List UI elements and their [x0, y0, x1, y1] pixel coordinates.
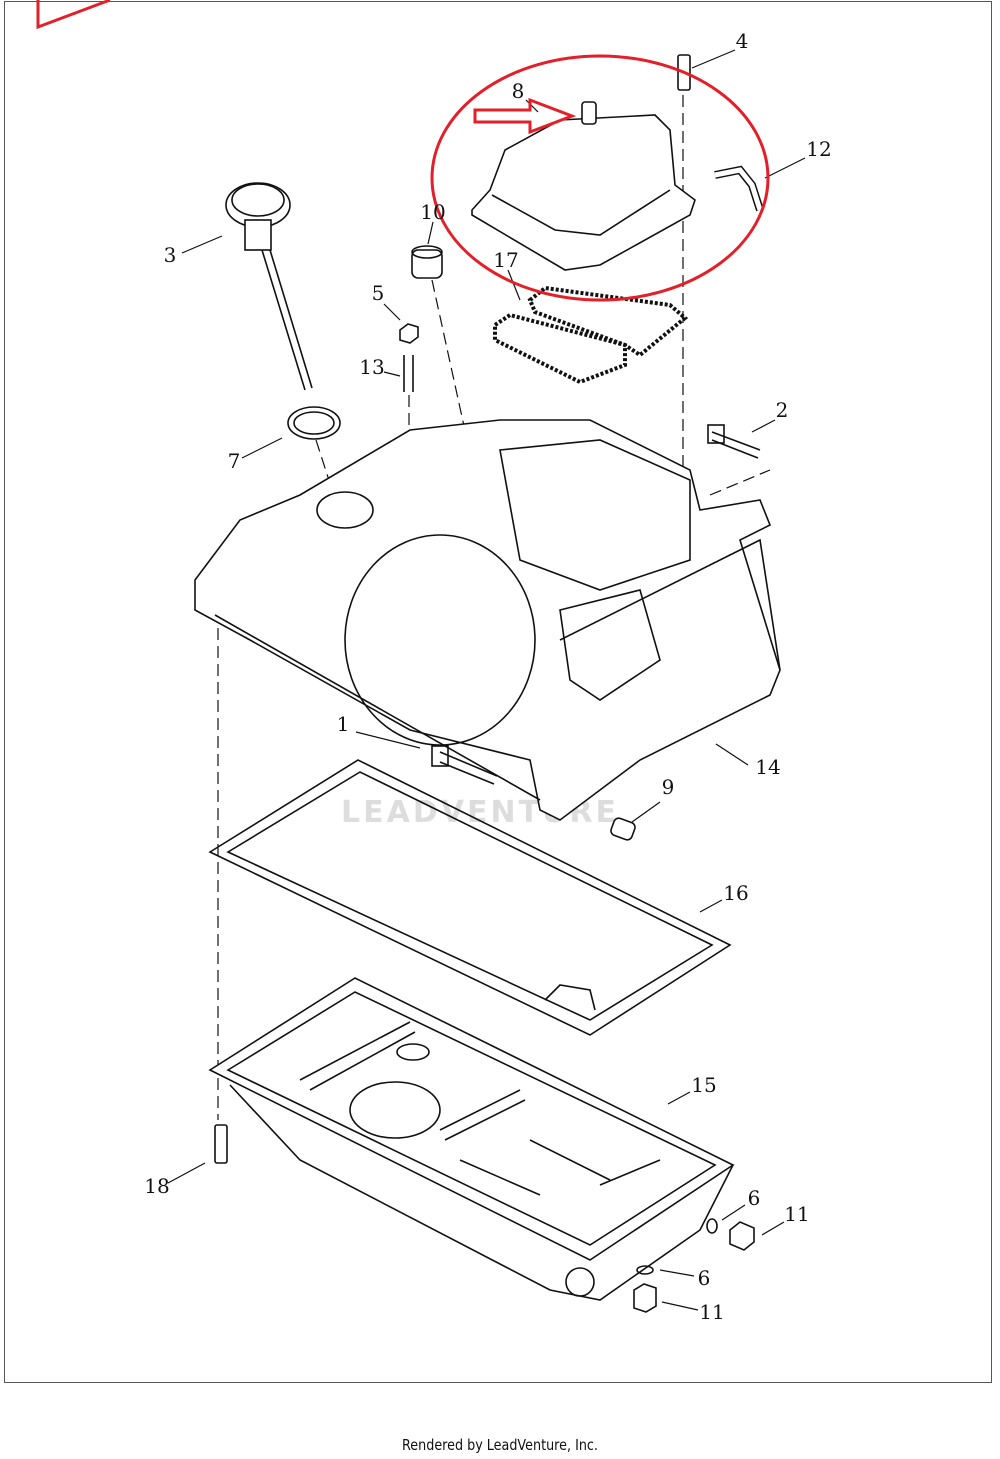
part-stud[interactable]	[403, 355, 414, 392]
callout-label[interactable]: 5	[372, 281, 385, 305]
highlight-circle	[430, 54, 770, 302]
callout-label[interactable]: 9	[662, 775, 675, 799]
part-bolt[interactable]	[711, 431, 761, 459]
part-pan-bolt[interactable]	[214, 1124, 228, 1164]
callout-label[interactable]: 3	[164, 243, 177, 267]
callout-label[interactable]: 13	[359, 355, 384, 379]
part-o-ring[interactable]	[287, 406, 341, 440]
highlight-marks	[36, 0, 770, 302]
part-oil-pan[interactable]	[208, 977, 735, 1301]
part-breather-cover[interactable]	[471, 101, 696, 271]
callout-labels: 4 8 12 3 10 17 5 13 2 7 1 14 9 16 15 18 6 11 6 11	[144, 29, 831, 1324]
part-dowel[interactable]	[610, 817, 637, 841]
callout-label[interactable]: 14	[755, 755, 780, 779]
callout-label[interactable]: 7	[228, 449, 241, 473]
part-washer[interactable]	[706, 1218, 718, 1234]
callout-label[interactable]: 16	[723, 881, 748, 905]
callout-label[interactable]: 12	[806, 137, 831, 161]
highlight-arrow-icon	[473, 97, 577, 135]
callout-label[interactable]: 2	[776, 398, 789, 422]
callout-label[interactable]: 6	[748, 1186, 761, 1210]
callout-label[interactable]: 4	[736, 29, 749, 53]
part-bolt-long[interactable]	[439, 751, 498, 785]
callout-label[interactable]: 11	[699, 1300, 724, 1324]
callout-label[interactable]: 6	[698, 1266, 711, 1290]
diagram-frame	[4, 1, 992, 1383]
footer-credit: Rendered by LeadVenture, Inc.	[402, 1436, 598, 1454]
part-grommet[interactable]	[411, 245, 443, 279]
part-washer[interactable]	[636, 1265, 654, 1275]
callout-label[interactable]: 18	[144, 1174, 169, 1198]
callout-label[interactable]: 11	[784, 1202, 809, 1226]
part-screw[interactable]	[677, 54, 691, 91]
callout-label[interactable]: 15	[691, 1073, 716, 1097]
part-drain-plug[interactable]	[729, 1221, 755, 1251]
callout-label[interactable]: 17	[493, 248, 518, 272]
callout-label[interactable]: 10	[420, 200, 445, 224]
part-drain-plug[interactable]	[633, 1283, 657, 1313]
part-pan-gasket[interactable]	[208, 759, 732, 1036]
part-dipstick[interactable]	[225, 182, 313, 391]
part-nut[interactable]	[399, 323, 419, 344]
callout-label[interactable]: 1	[337, 712, 350, 736]
part-cover-gasket[interactable]	[493, 285, 689, 385]
part-housing[interactable]	[194, 419, 781, 821]
callout-label[interactable]: 8	[512, 79, 525, 103]
highlight-arrow-partial-icon	[36, 0, 111, 30]
